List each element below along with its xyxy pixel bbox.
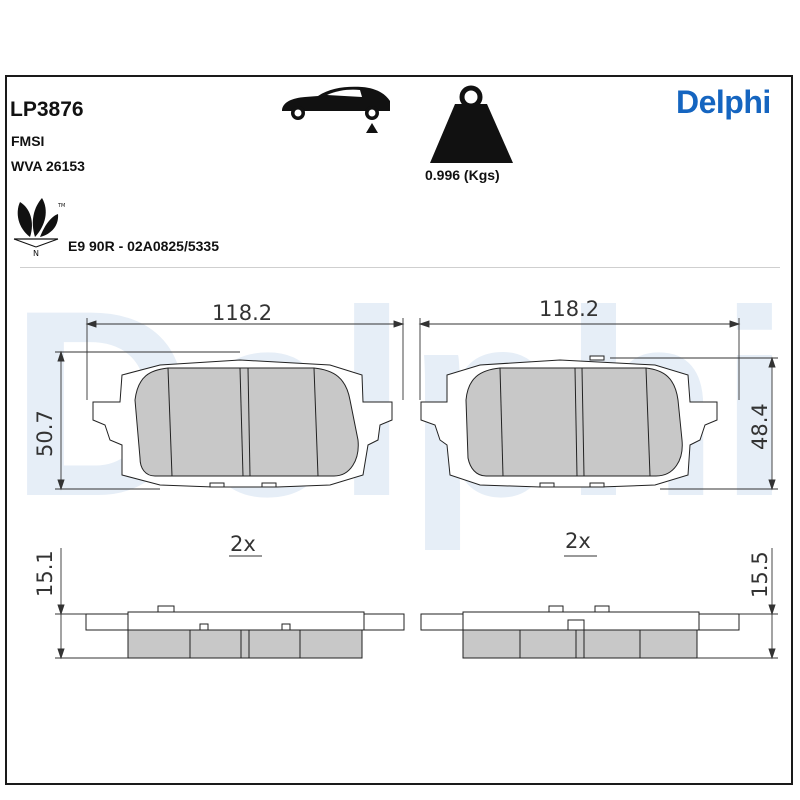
svg-text:TM: TM xyxy=(57,203,65,209)
drawing-frame xyxy=(5,75,793,785)
dimension-lines xyxy=(55,318,778,660)
right-quantity: 2x xyxy=(565,529,591,553)
left-height-dimension: 50.7 xyxy=(33,410,57,457)
car-rear-axle-icon xyxy=(282,86,390,133)
header-divider xyxy=(20,267,780,268)
approval-number: E9 90R - 02A0825/5335 xyxy=(68,238,219,254)
part-number: LP3876 xyxy=(10,98,84,121)
left-thickness-dimension: 15.1 xyxy=(33,550,57,597)
left-width-dimension: 118.2 xyxy=(212,301,272,325)
right-width-dimension: 118.2 xyxy=(539,297,599,321)
right-height-dimension: 48.4 xyxy=(748,403,772,450)
wva-label: WVA 26153 xyxy=(11,158,85,174)
right-thickness-dimension: 15.5 xyxy=(748,551,772,598)
left-pad-side-view xyxy=(85,605,405,659)
brand-logo: Delphi xyxy=(676,84,771,120)
left-pad-front-view xyxy=(92,359,393,488)
fmsi-label: FMSI xyxy=(11,133,45,149)
left-quantity: 2x xyxy=(230,532,256,556)
weight-value: 0.996 (Kgs) xyxy=(425,167,500,183)
right-pad-front-view xyxy=(420,355,718,488)
eco-leaf-icon: N TM xyxy=(13,198,65,258)
svg-text:N: N xyxy=(33,249,39,258)
weight-icon xyxy=(430,85,513,163)
right-pad-side-view xyxy=(420,605,740,659)
